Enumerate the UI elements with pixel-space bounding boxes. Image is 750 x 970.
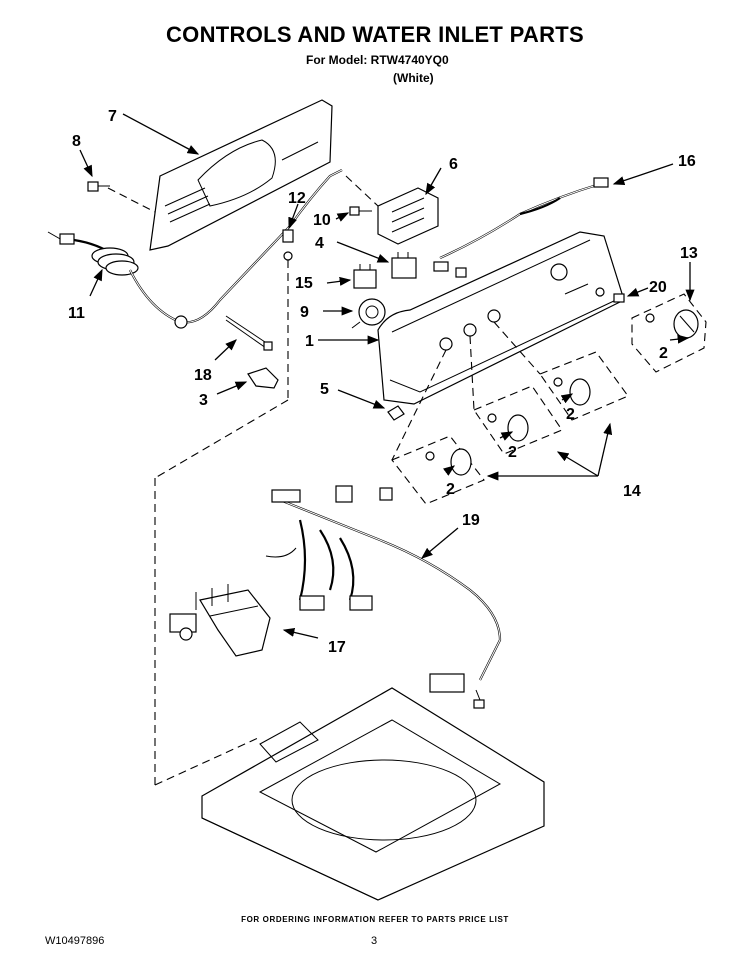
main-wire-harness (265, 485, 502, 709)
callout-1: 1 (305, 333, 314, 350)
rear-console-panel (149, 99, 333, 251)
callout-16: 16 (678, 153, 696, 170)
water-inlet-valve (169, 584, 271, 657)
callout-8: 8 (72, 133, 81, 150)
page-title: CONTROLS AND WATER INLET PARTS (165, 22, 585, 47)
document-number: W10497896 (45, 935, 105, 947)
callout-4: 4 (315, 235, 324, 252)
page-number: 3 (371, 935, 378, 947)
callout-2-knob13: 2 (659, 345, 668, 362)
callout-9: 9 (300, 304, 309, 321)
callout-2-knob-b: 2 (508, 444, 517, 461)
callout-10: 10 (313, 212, 331, 229)
power-cord (47, 169, 343, 329)
callout-11: 11 (68, 305, 85, 322)
callout-19: 19 (462, 512, 480, 529)
model-subtitle: For Model: RTW4740YQ0 (306, 53, 449, 67)
control-board (377, 187, 439, 245)
cabinet-top (201, 687, 545, 901)
screw (87, 181, 110, 192)
callout-18: 18 (194, 367, 212, 384)
callout-20: 20 (649, 279, 667, 296)
callout-15: 15 (295, 275, 313, 292)
strain-relief (247, 367, 279, 389)
ground-screw (282, 229, 294, 261)
control-wire-harness (433, 177, 609, 278)
clip (387, 405, 405, 421)
color-variant: (White) (393, 71, 434, 85)
callout-14: 14 (623, 483, 641, 500)
console-housing (377, 231, 625, 405)
callout-5: 5 (320, 381, 329, 398)
callout-3: 3 (199, 392, 208, 409)
callout-17: 17 (328, 639, 346, 656)
callout-12: 12 (288, 190, 306, 207)
callout-13: 13 (680, 245, 698, 262)
board-screw (349, 206, 372, 216)
selector-switch (351, 298, 386, 329)
ordering-note: FOR ORDERING INFORMATION REFER TO PARTS … (241, 915, 509, 924)
callout-6: 6 (449, 156, 458, 173)
switch-4 (391, 252, 417, 279)
seal (613, 293, 625, 303)
knob-group (391, 351, 629, 505)
callout-7: 7 (108, 108, 117, 125)
switch-15 (353, 264, 377, 289)
cycle-knob-assembly (631, 293, 707, 373)
cable-tie (225, 315, 273, 351)
callout-2-knob-a: 2 (566, 406, 575, 423)
callout-2-knob-c: 2 (446, 481, 455, 498)
